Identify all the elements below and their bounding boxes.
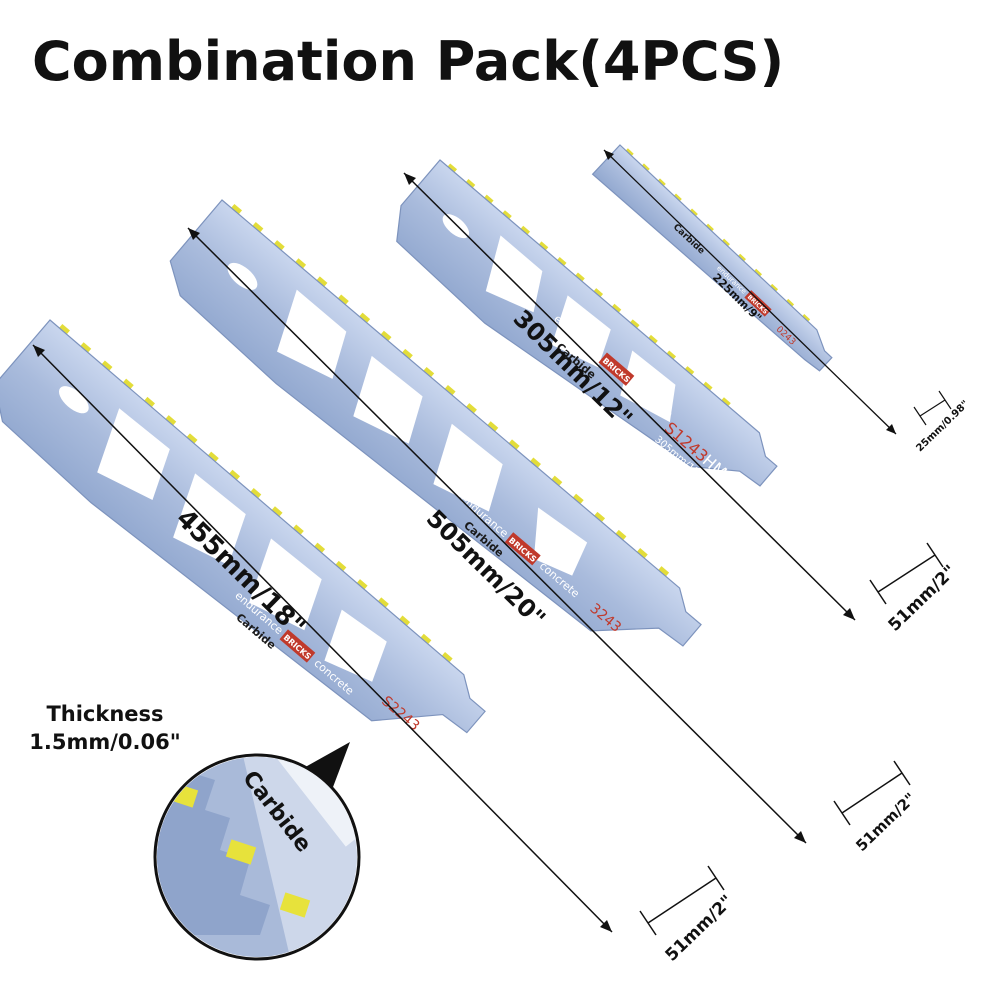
carbide-tip (397, 615, 411, 629)
hang-hole (227, 262, 258, 290)
carbide-tip (354, 579, 368, 592)
carbide-tip (376, 597, 389, 610)
carbide-tip (439, 652, 453, 665)
carbide-tip (613, 529, 627, 543)
carbide-tip (333, 560, 347, 574)
carbide-tip (120, 378, 134, 392)
cutout (353, 355, 423, 444)
carbide-tip (225, 839, 257, 865)
hang-hole (442, 214, 470, 239)
width-dimension-305: 51mm/2" (869, 542, 961, 636)
carbide-tip (421, 366, 435, 380)
brand-logo-badge (504, 532, 541, 566)
width-label-455: 51mm/2" (662, 891, 738, 965)
carbide-tip (291, 524, 304, 538)
arrow-head (604, 150, 614, 160)
carbide-tip (357, 312, 371, 326)
thickness-value: 1.5mm/0.06" (29, 730, 181, 754)
blade-505-teeth (229, 203, 670, 579)
carbide-tip (549, 475, 563, 489)
width-label-305: 51mm/2" (885, 561, 961, 635)
carbide-tip (229, 203, 243, 217)
arrow-head (794, 831, 806, 843)
blade-455-model-suffix: HM (415, 724, 443, 751)
arrow-head (404, 173, 416, 185)
blade-455: endurance BRICKS concrete Carbide S2243 … (0, 319, 486, 751)
carbide-tip (57, 324, 70, 337)
carbide-tip (269, 506, 283, 519)
carbide-tip (142, 396, 155, 410)
carbide-tip (279, 892, 311, 918)
cutout (485, 235, 543, 313)
detail-callout: Carbide (153, 742, 361, 961)
cutout (249, 538, 322, 631)
cutout (620, 350, 676, 423)
arrow-head (843, 608, 855, 620)
carbide-tip (227, 469, 241, 483)
carbide-tip (506, 439, 520, 452)
carbide-tip (592, 511, 606, 525)
cutout (551, 295, 611, 368)
carbide-tip (570, 493, 584, 507)
callout-pointer (300, 742, 350, 795)
carbide-tip (378, 330, 392, 344)
cutout (97, 408, 170, 501)
carbide-tip (271, 240, 285, 253)
carbide-tip (163, 415, 177, 428)
carbide-tip (335, 294, 349, 308)
brand-logo-badge (279, 629, 316, 663)
width-label-225: 25mm/0.98" (914, 399, 971, 454)
carbide-tip (312, 542, 326, 556)
carbide-tip (205, 451, 219, 465)
arrow-head (188, 228, 200, 240)
detail-zoom: Carbide (157, 757, 357, 957)
page-title: Combination Pack(4PCS) (32, 30, 785, 93)
carbide-tip (400, 348, 413, 362)
width-dimension-225: 25mm/0.98" (913, 390, 971, 454)
arrow-head (33, 345, 45, 357)
blade-505: endurance BRICKS concrete Carbide 3243 (169, 199, 702, 647)
arrow-head (600, 920, 612, 932)
arrow-head (886, 424, 896, 434)
carbide-tip (293, 258, 307, 271)
carbide-tip (314, 276, 328, 289)
carbide-tip (184, 433, 198, 446)
carbide-tip (528, 457, 541, 471)
carbide-tip (418, 633, 432, 647)
hang-hole (58, 386, 89, 414)
carbide-tip (442, 385, 456, 398)
carbide-label-band (253, 757, 357, 847)
carbide-tip (99, 360, 113, 374)
carbide-tip (248, 488, 262, 501)
carbide-tip (78, 342, 92, 355)
cutout (324, 609, 387, 682)
thickness-label: Thickness (46, 702, 164, 726)
carbide-tip (485, 421, 499, 434)
carbide-tip (634, 548, 648, 561)
brand-logo-badge (598, 352, 635, 386)
blade-455-teeth (57, 324, 453, 665)
thickness-spec: Thickness 1.5mm/0.06" (20, 700, 190, 756)
carbide-tip (250, 222, 264, 235)
width-dimension-455: 51mm/2" (639, 865, 738, 966)
cutout (277, 289, 347, 379)
cutout (533, 507, 588, 576)
blade-305: endurance BRICKS concrete Carbide S1243 … (396, 159, 778, 501)
carbide-tip (464, 403, 477, 416)
brand-logo-badge (744, 290, 772, 317)
width-dimension-505: 51mm/2" (833, 760, 919, 855)
carbide-tip (656, 566, 670, 579)
